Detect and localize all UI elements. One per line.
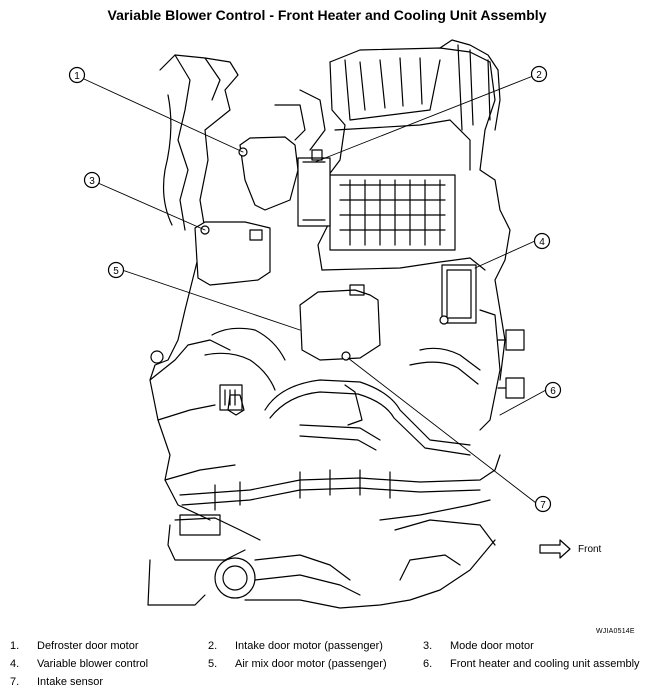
legend-number: 1. — [10, 640, 20, 652]
callout-3-label: 3 — [89, 176, 95, 187]
left-duct — [149, 54, 286, 521]
legend-label: Front heater and cooling unit assembly — [450, 658, 640, 670]
legend-label: Defroster door motor — [37, 640, 139, 652]
front-arrow-icon — [539, 539, 571, 559]
mode-door-motor-shape — [194, 221, 271, 286]
intake-door-motor-shape — [297, 149, 331, 227]
callout-7 — [534, 495, 552, 513]
air-mix-door-motor-shape — [299, 284, 381, 361]
callout-2-label: 2 — [536, 70, 542, 81]
callout-1 — [68, 66, 86, 84]
callout-2 — [530, 65, 548, 83]
callout-4-label: 4 — [539, 237, 545, 248]
front-direction-label: Front — [578, 544, 602, 555]
callout-6 — [544, 381, 562, 399]
callout-6-label: 6 — [550, 386, 556, 397]
callout-5-label: 5 — [113, 266, 119, 277]
legend-label: Intake door motor (passenger) — [235, 640, 383, 652]
callout-5 — [107, 261, 125, 279]
callout-4 — [533, 232, 551, 250]
callout-circles: 1 2 3 4 5 6 7 — [68, 65, 562, 513]
legend-number: 3. — [423, 640, 433, 652]
legend-label: Intake sensor — [37, 676, 104, 688]
legend-label: Variable blower control — [37, 658, 149, 670]
legend-label: Mode door motor — [450, 640, 534, 652]
right-connectors — [479, 309, 525, 431]
figure-code: WJIA0514E — [596, 628, 635, 635]
defroster-door-motor-shape — [238, 136, 299, 211]
callout-7-label: 7 — [540, 500, 546, 511]
lower-housing — [147, 384, 501, 609]
callout-1-label: 1 — [74, 71, 80, 82]
diagram-title: Variable Blower Control - Front Heater a… — [107, 7, 547, 23]
callout-3 — [83, 171, 101, 189]
legend-label: Air mix door motor (passenger) — [235, 658, 387, 670]
legend-number: 6. — [423, 658, 433, 670]
legend-number: 5. — [208, 658, 218, 670]
legend-number: 2. — [208, 640, 218, 652]
variable-blower-control-shape — [439, 264, 477, 325]
lower-pipes — [264, 347, 481, 456]
leader-lines — [83, 75, 547, 504]
legend-number: 4. — [10, 658, 20, 670]
legend-number: 7. — [10, 676, 20, 688]
